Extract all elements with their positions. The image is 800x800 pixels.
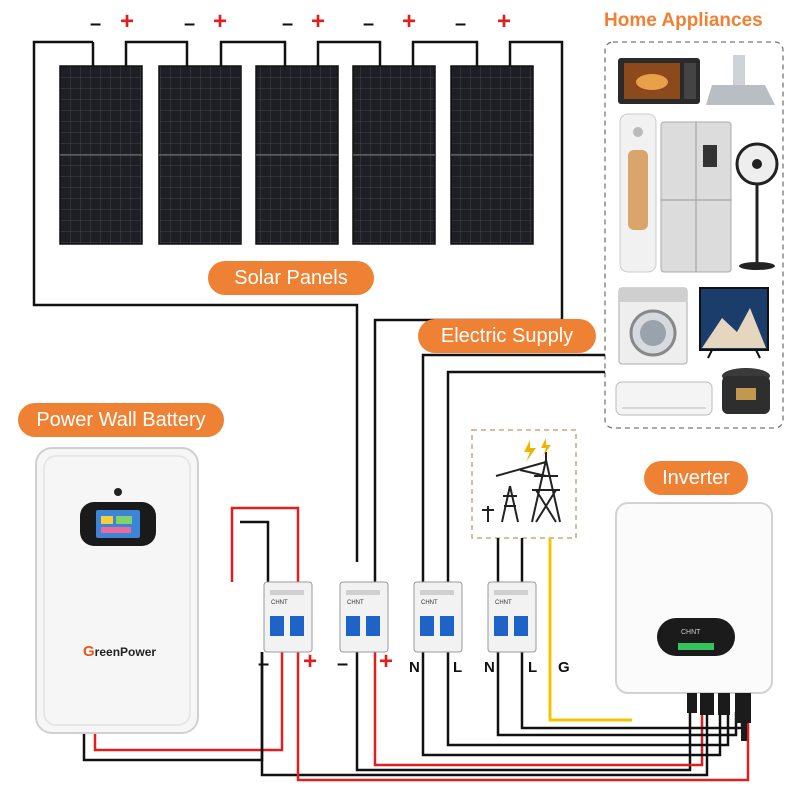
tower-ac-icon — [619, 113, 657, 273]
breaker-brand-1: CHNT — [271, 600, 288, 606]
terminal-grid-l: L — [528, 659, 538, 676]
home-appliances-box — [604, 41, 784, 429]
panel-plus-terminal: + — [497, 8, 512, 35]
battery-brand-g: G — [83, 643, 95, 660]
terminal-battery-plus: + — [303, 648, 318, 675]
breaker-brand-3: CHNT — [421, 600, 438, 606]
panel-minus-terminal: – — [90, 13, 102, 35]
transmission-tower-icon — [482, 452, 561, 523]
power-wall-battery — [35, 447, 199, 734]
solar-panel — [59, 65, 143, 245]
inverter — [615, 502, 773, 741]
breaker-supply[interactable] — [413, 581, 463, 653]
battery-screen — [80, 502, 156, 546]
solar-panels-label: Solar Panels — [208, 261, 374, 295]
breaker-battery[interactable] — [263, 581, 313, 653]
breaker-brand-4: CHNT — [495, 600, 512, 606]
panel-minus-terminal: – — [282, 13, 294, 35]
home-appliances-title: Home Appliances — [604, 10, 763, 31]
panel-series-wiring — [32, 40, 564, 582]
solar-panel — [158, 65, 242, 245]
terminal-grid-n: N — [484, 659, 495, 676]
terminal-ground-g: G — [558, 659, 570, 676]
panel-minus-terminal: – — [363, 13, 375, 35]
range-hood-icon — [706, 55, 775, 105]
utility-grid-box — [471, 429, 577, 539]
microwave-icon — [618, 58, 700, 104]
solar-panel — [255, 65, 339, 245]
terminal-supply-l: L — [453, 659, 463, 676]
panel-minus-terminal: – — [455, 13, 467, 35]
battery-brand-text: reenPower — [94, 645, 157, 659]
rice-cooker-icon — [722, 368, 770, 414]
inverter-connectors — [687, 693, 751, 741]
panel-minus-terminal: – — [184, 13, 196, 35]
inverter-label: Inverter — [644, 461, 748, 495]
breaker-grid[interactable] — [487, 581, 537, 653]
terminal-solar-minus: – — [337, 653, 349, 675]
battery-brand: GreenPower — [83, 643, 156, 660]
breaker-solar[interactable] — [339, 581, 389, 653]
panel-plus-terminal: + — [311, 8, 326, 35]
breaker-brand-2: CHNT — [347, 600, 364, 606]
terminal-solar-plus: + — [379, 648, 394, 675]
panel-plus-terminal: + — [402, 8, 417, 35]
split-ac-icon — [615, 381, 713, 416]
electric-supply-label: Electric Supply — [418, 319, 596, 353]
solar-panel — [352, 65, 436, 245]
refrigerator-icon — [660, 121, 732, 273]
terminal-battery-minus: – — [258, 653, 270, 675]
tv-icon — [699, 287, 769, 359]
solar-panel — [450, 65, 534, 245]
fan-icon — [735, 142, 779, 270]
washing-machine-icon — [618, 287, 688, 365]
circuit-breakers — [263, 581, 537, 653]
lightning-icon — [524, 438, 551, 462]
inverter-display-text: CHNT — [681, 629, 701, 636]
terminal-supply-n: N — [409, 659, 420, 676]
panel-plus-terminal: + — [120, 8, 135, 35]
panel-plus-terminal: + — [213, 8, 228, 35]
wiring — [82, 353, 750, 782]
solar-panel-array — [59, 65, 534, 245]
power-wall-battery-label: Power Wall Battery — [18, 403, 224, 437]
